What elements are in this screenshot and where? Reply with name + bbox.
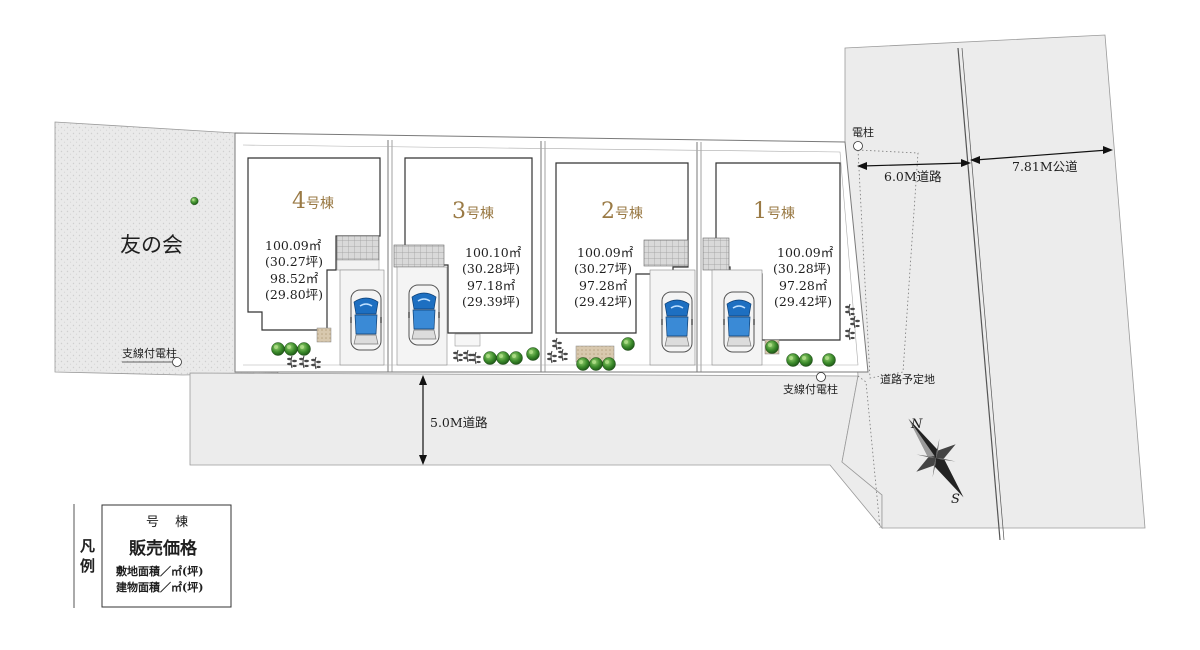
public-road-label: 7.81M公道 (1012, 159, 1078, 174)
compass-north: N (910, 417, 923, 432)
lot-3-balcony (393, 244, 445, 268)
plant-icon (786, 353, 800, 367)
legend-line-2: 販売価格 (129, 538, 198, 559)
lot-3-land-tsubo: (30.28坪) (462, 261, 520, 276)
planned-road-label: 道路予定地 (880, 372, 935, 386)
planned-road-boundary (857, 149, 919, 379)
pole-left-label: 支線付電柱 (122, 346, 177, 360)
legend-side-char-2: 例 (80, 557, 95, 575)
plant-icon (526, 347, 540, 361)
road-divider-line (957, 47, 1001, 541)
plant-icon (284, 342, 298, 356)
lot-1-land-m2: 100.09㎡ (777, 245, 834, 260)
front-road-5m (189, 372, 883, 530)
utility-pole-icon (816, 372, 826, 382)
legend-line-1: 号 棟 (146, 515, 194, 530)
lot-2-building-tsubo: (29.42坪) (574, 294, 632, 309)
utility-pole-icon (853, 141, 863, 151)
compass-icon (908, 418, 964, 498)
lot-4: 4号棟 100.09㎡ (30.27坪) 98.52㎡ (29.80坪) (190, 157, 385, 370)
car-icon (407, 284, 441, 346)
lot-1-building-m2: 97.28㎡ (779, 278, 828, 293)
car-icon (349, 289, 383, 351)
plant-icon (602, 357, 616, 371)
plant-icon (190, 196, 199, 206)
lot-2-balcony (643, 239, 689, 267)
lot-3-building-m2: 97.18㎡ (467, 278, 516, 293)
public-road-dimension: 7.81M公道 (970, 146, 1113, 174)
car-icon (660, 291, 694, 353)
lot-1-building-tsubo: (29.42坪) (774, 294, 832, 309)
lot-4-title: 4号棟 (292, 189, 334, 214)
plant-icon (271, 342, 285, 356)
pole-right: 支線付電柱 (783, 372, 838, 396)
lot-4-building-tsubo: (29.80坪) (265, 287, 323, 302)
front-road-label: 5.0M道路 (430, 415, 488, 430)
plant-icon (822, 353, 836, 367)
plant-icon (509, 351, 523, 365)
lot-2-land-tsubo: (30.27坪) (574, 261, 632, 276)
side-road-dimension: 6.0M道路 (857, 159, 971, 184)
lot-1-title: 1号棟 (753, 199, 795, 224)
side-road-area (841, 34, 1146, 529)
lot-1-land-tsubo: (30.28坪) (773, 261, 831, 276)
pole-top: 電柱 (852, 125, 874, 151)
building-4-footprint (247, 157, 381, 331)
side-road-label: 6.0M道路 (884, 169, 942, 184)
plant-icon (765, 340, 779, 354)
lot-1: 1号棟 100.09㎡ (30.28坪) 97.28㎡ (29.42坪) (702, 162, 861, 367)
lot-2-land-m2: 100.09㎡ (577, 245, 634, 260)
lot-3-title: 3号棟 (452, 199, 494, 224)
plant-icon (483, 351, 497, 365)
lot-2-building-m2: 97.28㎡ (579, 278, 628, 293)
lot-4-building-m2: 98.52㎡ (270, 271, 319, 286)
lot-3-building-tsubo: (29.39坪) (462, 294, 520, 309)
utility-pole-icon (172, 357, 182, 367)
plant-icon (576, 357, 590, 371)
plant-icon (496, 351, 510, 365)
plant-icon (799, 353, 813, 367)
legend-side-char-1: 凡 (80, 537, 95, 555)
car-icon (722, 291, 756, 353)
front-road-dimension: 5.0M道路 (419, 375, 488, 465)
legend: 凡 例 号 棟 販売価格 敷地面積／㎡(坪) 建物面積／㎡(坪) (73, 504, 232, 608)
road-divider-line-2 (961, 47, 1005, 541)
lot-2: 2号棟 100.09㎡ (30.27坪) 97.28㎡ (29.42坪) (546, 162, 696, 371)
legend-line-4: 建物面積／㎡(坪) (116, 580, 203, 594)
lot-3: 3号棟 100.10㎡ (30.28坪) 97.18㎡ (29.39坪) (393, 157, 540, 366)
lots-boundary (234, 132, 869, 373)
compass-south: S (951, 492, 960, 507)
pole-top-label: 電柱 (852, 125, 874, 139)
pole-left: 支線付電柱 (122, 346, 182, 367)
plant-icon (297, 342, 311, 356)
legend-box (101, 504, 232, 608)
lot-2-title: 2号棟 (601, 199, 643, 224)
legend-line-3: 敷地面積／㎡(坪) (116, 564, 203, 578)
lot-4-balcony (336, 235, 380, 261)
plant-icon (621, 337, 635, 351)
pole-right-label: 支線付電柱 (783, 382, 838, 396)
lot-1-balcony (702, 237, 730, 271)
plant-icon (589, 357, 603, 371)
lot-4-land-m2: 100.09㎡ (265, 238, 322, 253)
neighbor-label: 友の会 (120, 233, 183, 257)
lot-4-land-tsubo: (30.27坪) (265, 254, 323, 269)
lot-3-land-m2: 100.10㎡ (465, 245, 522, 260)
